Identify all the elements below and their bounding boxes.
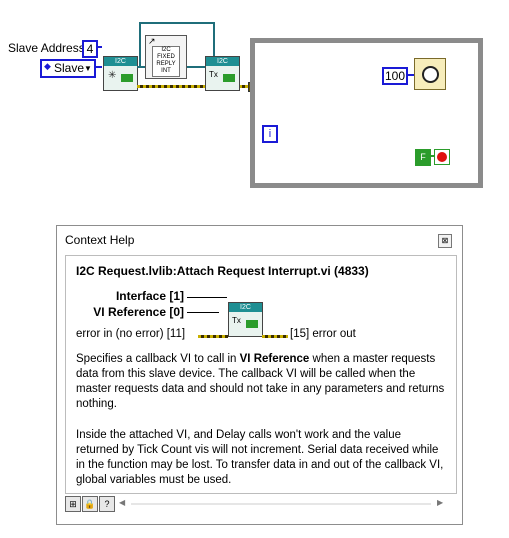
scroll-right-icon[interactable]: ▶ bbox=[437, 498, 444, 507]
loop-iteration-terminal: i bbox=[262, 125, 278, 143]
terminal-error-out: [15] error out bbox=[290, 328, 356, 340]
stop-icon bbox=[437, 152, 447, 162]
scroll-left-icon[interactable]: ◀ bbox=[119, 498, 126, 507]
fixed-reply-line: REPLY bbox=[156, 61, 176, 67]
error-out-wire bbox=[262, 335, 288, 338]
attach-request-interrupt-subvi[interactable]: I2C Tx bbox=[205, 56, 240, 91]
detail-icon[interactable]: ⊞ bbox=[65, 496, 81, 512]
terminal-vi-reference: VI Reference [0] bbox=[93, 305, 184, 319]
connector-icon bbox=[246, 320, 258, 328]
error-wire bbox=[137, 85, 249, 88]
subvi-header: I2C bbox=[206, 57, 239, 66]
fixed-reply-line: I2C bbox=[161, 47, 171, 53]
tx-icon: Tx bbox=[232, 316, 241, 325]
window-title: Context Help bbox=[65, 233, 135, 247]
vi-title: I2C Request.lvlib:Attach Request Interru… bbox=[76, 264, 369, 278]
arrow-icon: ↗ bbox=[148, 36, 156, 46]
star-icon: ✳ bbox=[108, 70, 117, 81]
slave-address-constant[interactable]: 4 bbox=[82, 40, 98, 58]
description-paragraph-1: Specifies a callback VI to call in VI Re… bbox=[76, 352, 446, 412]
subvi-header: I2C bbox=[104, 57, 137, 66]
help-toolbar: ⊞ 🔒 ? bbox=[65, 496, 115, 512]
fixed-reply-line: FIXED bbox=[157, 54, 175, 60]
connector-icon bbox=[223, 74, 235, 82]
enum-arrows-icon: ◆ bbox=[44, 61, 51, 71]
i2c-open-subvi[interactable]: I2C ✳ bbox=[103, 56, 138, 91]
false-constant[interactable]: F bbox=[415, 149, 431, 166]
terminal-line bbox=[187, 312, 219, 313]
wire-address bbox=[96, 46, 102, 48]
fixed-reply-icon: I2C FIXED REPLY INT bbox=[152, 46, 180, 77]
bottom-bar: ⊞ 🔒 ? ◀ ▶ bbox=[65, 496, 455, 512]
subvi-header: I2C bbox=[229, 303, 262, 312]
help-content-pane: I2C Request.lvlib:Attach Request Interru… bbox=[65, 255, 457, 494]
fixed-reply-line: INT bbox=[161, 68, 171, 74]
terminal-interface: Interface [1] bbox=[116, 289, 184, 303]
slave-mode-enum[interactable]: ◆ Slave ▼ bbox=[40, 59, 96, 78]
context-help-window: Context Help ⊠ I2C Request.lvlib:Attach … bbox=[56, 225, 463, 525]
while-loop[interactable]: 100 i F bbox=[250, 38, 483, 188]
connector-icon bbox=[121, 74, 133, 82]
terminal-error-in: error in (no error) [11] bbox=[76, 328, 186, 340]
description-text: Specifies a callback VI to call in bbox=[76, 353, 240, 365]
horizontal-scrollbar[interactable] bbox=[131, 503, 431, 505]
close-icon[interactable]: ⊠ bbox=[438, 234, 452, 248]
description-text: when a master requests data from this sl… bbox=[76, 353, 445, 410]
description-paragraph-2: Inside the attached VI, and Delay calls … bbox=[76, 429, 444, 486]
lock-icon[interactable]: 🔒 bbox=[82, 496, 98, 512]
wire-enum bbox=[96, 66, 102, 68]
stop-terminal[interactable] bbox=[434, 149, 450, 165]
wait-ms-constant[interactable]: 100 bbox=[382, 67, 408, 85]
chevron-down-icon: ▼ bbox=[84, 64, 92, 73]
error-in-wire bbox=[198, 335, 228, 338]
static-vi-reference[interactable]: ↗ I2C FIXED REPLY INT bbox=[145, 35, 187, 79]
tx-icon: Tx bbox=[209, 70, 218, 79]
terminal-label: Interface [1] bbox=[115, 289, 184, 303]
slave-address-label: Slave Address bbox=[8, 41, 85, 55]
wait-ms-function[interactable] bbox=[414, 58, 446, 90]
terminal-label: VI Reference [0] bbox=[93, 305, 184, 319]
clock-icon bbox=[422, 66, 439, 83]
slave-mode-value: Slave bbox=[54, 61, 85, 75]
vi-reference-wire-loop bbox=[139, 22, 215, 68]
terminal-line bbox=[187, 297, 227, 298]
description-emphasis: VI Reference bbox=[239, 353, 310, 365]
wire-stop bbox=[430, 155, 434, 157]
help-icon[interactable]: ? bbox=[99, 496, 115, 512]
wire-wait bbox=[406, 74, 414, 76]
connector-pane-icon: I2C Tx bbox=[228, 302, 263, 337]
